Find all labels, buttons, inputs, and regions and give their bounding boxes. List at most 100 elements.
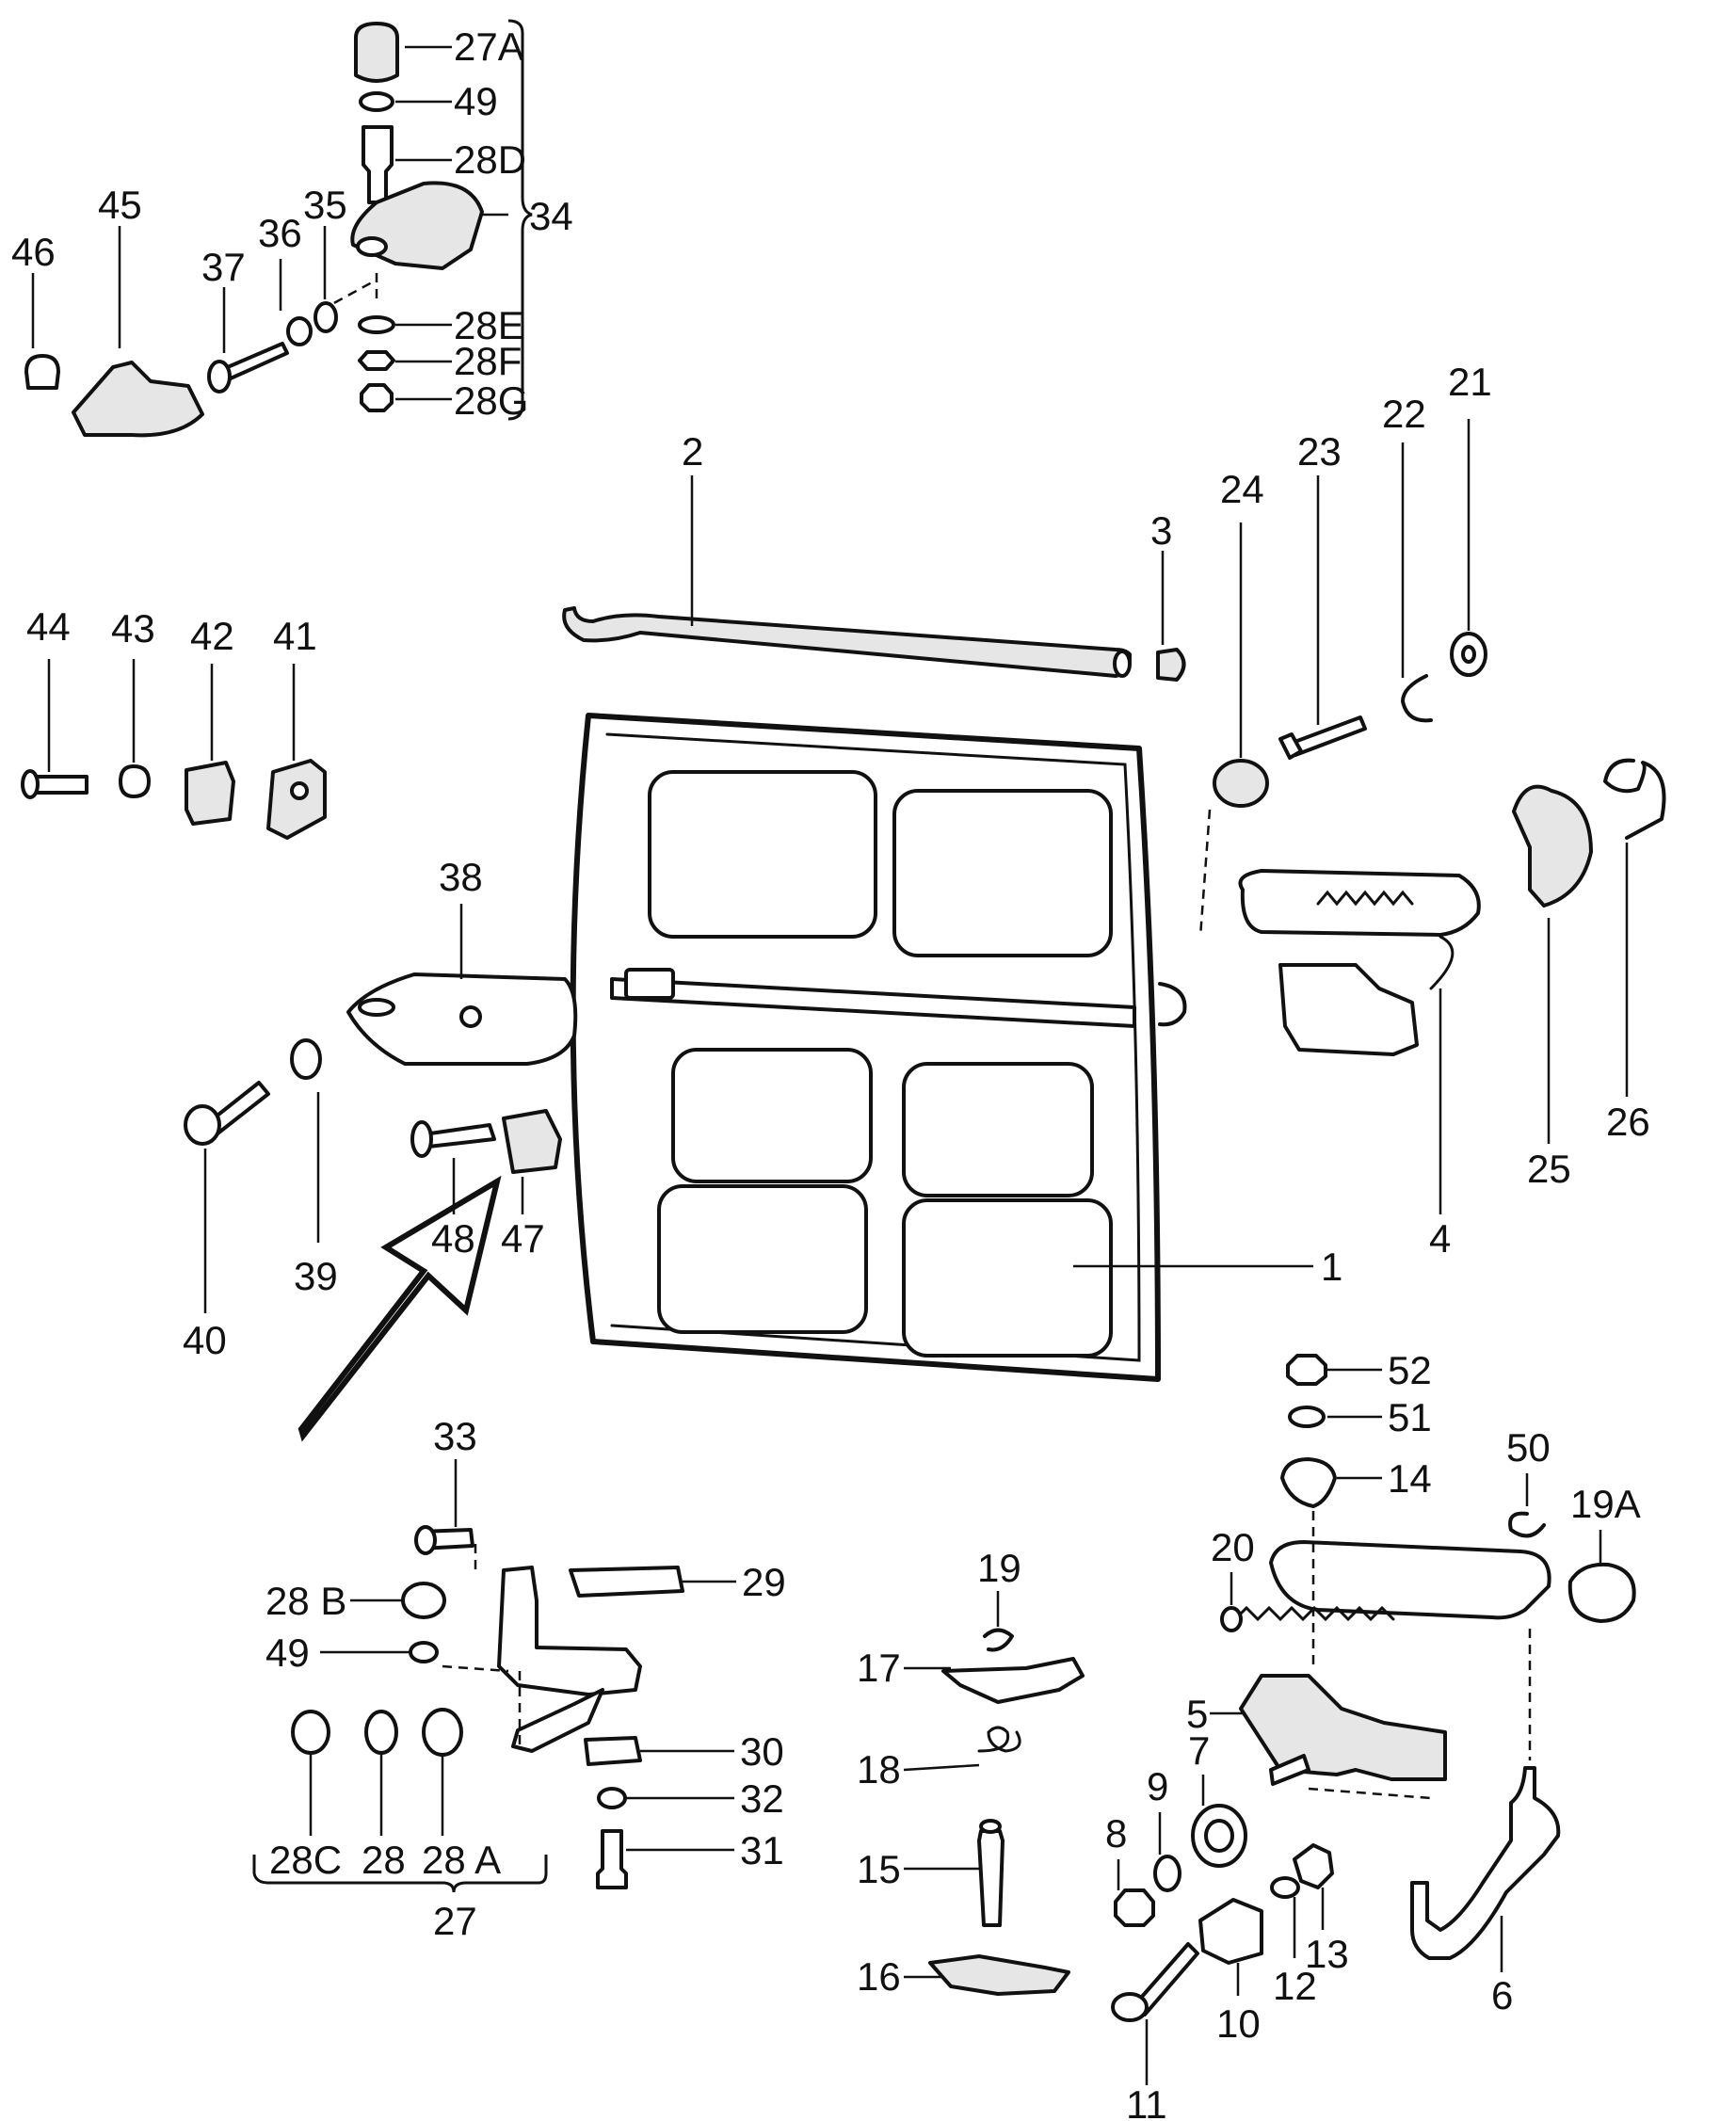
clip-32 xyxy=(597,1787,627,1809)
callout-47: 47 xyxy=(501,1216,545,1261)
screw-latch-5 xyxy=(1269,1754,1310,1786)
cap-27a xyxy=(354,22,399,83)
latch-5-dash-2 xyxy=(1308,1787,1432,1800)
brace-27 xyxy=(252,1855,548,1893)
callout-19: 19 xyxy=(977,1546,1021,1590)
nut-28g xyxy=(360,383,394,412)
callout-40: 40 xyxy=(183,1318,227,1362)
upper-rail-2 xyxy=(562,606,1132,678)
window-frame-5 xyxy=(657,1184,868,1334)
callout-16: 16 xyxy=(857,1954,901,1999)
callout-36: 36 xyxy=(258,211,302,255)
bolt-11-head xyxy=(1111,1992,1149,2022)
leader-18 xyxy=(903,1763,980,1772)
left-hardware xyxy=(21,759,327,840)
screw-48 xyxy=(422,1123,496,1149)
latch-link xyxy=(1429,935,1455,990)
callout-17: 17 xyxy=(857,1646,901,1690)
callout-19a: 19A xyxy=(1570,1482,1641,1526)
callout-7: 7 xyxy=(1188,1728,1210,1773)
clip-46 xyxy=(24,354,60,390)
callout-27a: 27A xyxy=(454,24,524,69)
spacer-7-inner xyxy=(1204,1819,1234,1853)
hinge-dash-2 xyxy=(442,1664,509,1673)
lock-washer-51 xyxy=(1288,1406,1326,1428)
screw-48-head xyxy=(410,1120,433,1158)
callout-28b: 28 B xyxy=(265,1579,346,1623)
latch-5 xyxy=(1239,1674,1447,1781)
callout-34: 34 xyxy=(529,194,573,238)
callout-41: 41 xyxy=(273,614,317,658)
lock-slot xyxy=(358,998,395,1017)
door-lock-slot xyxy=(624,968,675,1000)
door-hinge-knob xyxy=(1158,982,1187,1027)
lock-38-group xyxy=(184,972,578,1442)
screw-37-head xyxy=(207,360,232,394)
callout-25: 25 xyxy=(1527,1147,1571,1191)
callout-45: 45 xyxy=(98,183,142,227)
callout-13: 13 xyxy=(1305,1932,1349,1976)
callout-2: 2 xyxy=(682,429,703,474)
callout-1: 1 xyxy=(1321,1245,1342,1289)
callout-23: 23 xyxy=(1297,429,1342,474)
block-42 xyxy=(185,761,235,826)
callout-42: 42 xyxy=(190,614,234,658)
callout-28c: 28C xyxy=(269,1838,342,1882)
washer-12 xyxy=(1270,1876,1300,1899)
bolt-31 xyxy=(596,1829,628,1889)
latch-spring xyxy=(1316,890,1414,907)
window-frame-2 xyxy=(892,789,1113,957)
nut-13 xyxy=(1293,1843,1334,1889)
latch-4-group xyxy=(1198,758,1666,1056)
hinge-dashes-2 xyxy=(319,281,373,313)
clip-19 xyxy=(983,1628,1014,1652)
callout-30: 30 xyxy=(740,1729,784,1774)
block-10 xyxy=(1198,1898,1263,1965)
callout-26: 26 xyxy=(1606,1100,1650,1144)
callout-39: 39 xyxy=(294,1254,338,1298)
callout-5: 5 xyxy=(1186,1692,1208,1736)
latch-mechanism xyxy=(1278,963,1419,1056)
plate-30 xyxy=(584,1736,642,1766)
callout-48: 48 xyxy=(431,1216,475,1261)
bushing-14 xyxy=(1280,1457,1337,1508)
bushing-28a xyxy=(422,1708,463,1757)
clip-22 xyxy=(1401,674,1433,723)
callout-28d: 28D xyxy=(454,137,526,182)
callout-50: 50 xyxy=(1506,1425,1551,1470)
callout-43: 43 xyxy=(111,606,155,651)
hinge-bracket xyxy=(497,1566,642,1696)
handle-25 xyxy=(1512,784,1593,908)
callout-22: 22 xyxy=(1382,392,1426,436)
screw-44-head xyxy=(21,769,40,799)
brace-34 xyxy=(507,19,533,421)
window-frame-3 xyxy=(671,1048,873,1183)
callout-24: 24 xyxy=(1220,467,1264,511)
latch-rail-4 xyxy=(1238,869,1481,937)
nut-8 xyxy=(1114,1888,1155,1927)
callout-27: 27 xyxy=(433,1899,477,1943)
spring-clip-26 xyxy=(1603,758,1666,840)
bracket-hole xyxy=(356,236,388,257)
plate-29 xyxy=(569,1566,684,1598)
plate-47 xyxy=(502,1109,562,1174)
lock-washer-28f xyxy=(358,350,395,371)
spring-20-end xyxy=(1220,1606,1243,1632)
lever-17 xyxy=(941,1657,1085,1704)
bolt-40-head xyxy=(184,1104,221,1146)
callout-35: 35 xyxy=(303,183,347,227)
nut-52 xyxy=(1286,1354,1327,1386)
lower-latch-group xyxy=(1111,1354,1636,2022)
lock-rivet xyxy=(459,1005,482,1028)
clip-28 xyxy=(364,1710,398,1755)
callout-6: 6 xyxy=(1491,1973,1513,2017)
callout-51: 51 xyxy=(1388,1395,1432,1439)
callout-20: 20 xyxy=(1211,1525,1255,1569)
block-41-hole xyxy=(290,781,309,800)
lever-16 xyxy=(928,1954,1070,1996)
callout-21: 21 xyxy=(1448,360,1492,404)
lock-washer-36 xyxy=(286,316,313,346)
callout-9: 9 xyxy=(1147,1764,1168,1808)
direction-arrow xyxy=(297,1175,502,1442)
callout-28a: 28 A xyxy=(422,1838,501,1882)
